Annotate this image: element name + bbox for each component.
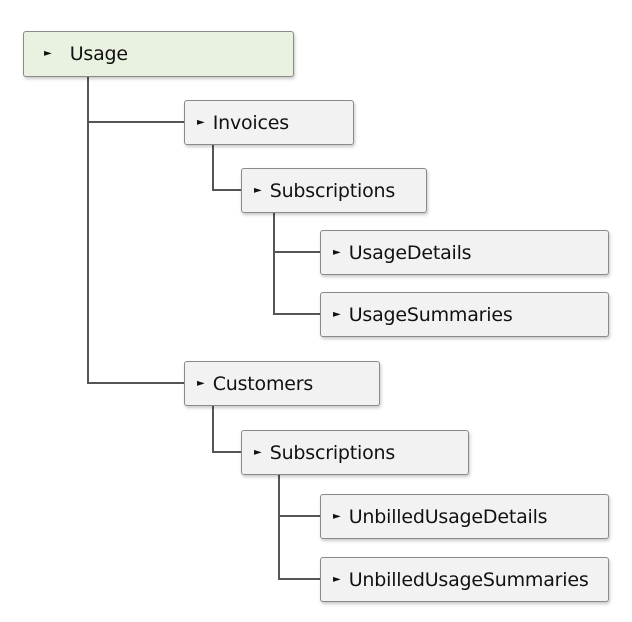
connector-usage-customers: [87, 122, 184, 384]
node-label: Subscriptions: [269, 441, 396, 464]
tree-node-invoices-subscriptions[interactable]: ► Subscriptions: [241, 168, 427, 213]
caret-right-icon: ►: [333, 573, 341, 585]
caret-right-icon: ►: [44, 48, 52, 59]
node-label: Usage: [69, 43, 128, 65]
node-label: UnbilledUsageSummaries: [348, 568, 589, 591]
caret-right-icon: ►: [197, 116, 205, 128]
connector-subscriptions-usagesummaries: [273, 252, 320, 315]
tree-node-invoices[interactable]: ► Invoices: [184, 100, 354, 145]
tree-node-usage[interactable]: ► Usage: [23, 31, 294, 77]
node-label: UsageDetails: [348, 241, 472, 264]
caret-right-icon: ►: [254, 184, 262, 196]
tree-node-unbilled-usage-summaries[interactable]: ► UnbilledUsageSummaries: [320, 557, 609, 602]
tree-node-customers[interactable]: ► Customers: [184, 361, 380, 406]
caret-right-icon: ►: [333, 308, 341, 320]
node-label: Customers: [212, 372, 314, 395]
caret-right-icon: ►: [333, 510, 341, 522]
tree-node-customers-subscriptions[interactable]: ► Subscriptions: [241, 430, 469, 475]
caret-right-icon: ►: [197, 377, 205, 389]
caret-right-icon: ►: [254, 446, 262, 458]
tree-node-unbilled-usage-details[interactable]: ► UnbilledUsageDetails: [320, 494, 609, 539]
connector-customers-subscriptions: [212, 406, 241, 453]
connector-invoices-subscriptions: [212, 145, 241, 191]
node-label: UnbilledUsageDetails: [348, 505, 548, 528]
node-label: Subscriptions: [269, 179, 396, 202]
connector-usage-invoices: [87, 77, 184, 123]
connector-subscriptions-unbilleddetails: [278, 475, 320, 517]
node-label: UsageSummaries: [348, 303, 513, 326]
tree-node-usage-details[interactable]: ► UsageDetails: [320, 230, 609, 275]
caret-right-icon: ►: [333, 246, 341, 258]
connector-subscriptions-unbilledsummaries: [278, 516, 320, 580]
connector-subscriptions-usagedetails: [273, 213, 320, 253]
tree-node-usage-summaries[interactable]: ► UsageSummaries: [320, 292, 609, 337]
node-label: Invoices: [212, 111, 289, 134]
